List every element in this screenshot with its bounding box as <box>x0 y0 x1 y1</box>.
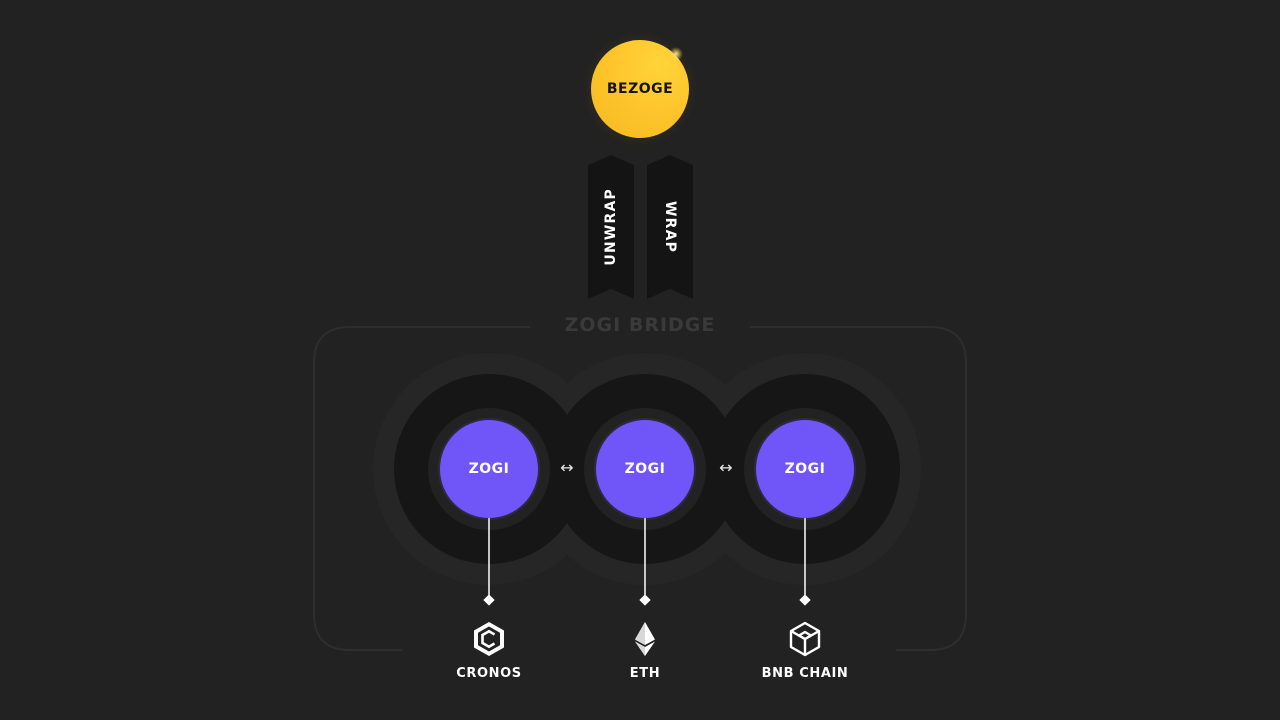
wrap-ribbon: WRAP <box>647 155 693 299</box>
bnb-chain-icon <box>789 621 821 657</box>
bidirectional-arrow-icon: ↔ <box>719 458 733 477</box>
connector-diamond <box>483 594 495 606</box>
unwrap-label: UNWRAP <box>603 188 619 266</box>
connector-diamond <box>799 594 811 606</box>
zogi-token-eth: ZOGI <box>596 420 694 518</box>
bidirectional-arrow-icon: ↔ <box>560 458 574 477</box>
bridge-frame <box>313 326 530 651</box>
zogi-label: ZOGI <box>784 461 826 477</box>
chain-label-bnb: BNB CHAIN <box>761 666 849 681</box>
bezoge-label: BEZOGE <box>606 81 674 97</box>
unwrap-ribbon: UNWRAP <box>588 155 634 299</box>
bridge-frame <box>750 326 967 651</box>
wrap-label: WRAP <box>662 200 678 254</box>
zogi-label: ZOGI <box>624 461 666 477</box>
chain-label-cronos: CRONOS <box>456 666 522 681</box>
zogi-token-bnb: ZOGI <box>756 420 854 518</box>
ethereum-icon <box>635 622 655 656</box>
zogi-token-cronos: ZOGI <box>440 420 538 518</box>
glint-icon <box>669 47 683 61</box>
bridge-title: ZOGI BRIDGE <box>564 314 716 336</box>
connector-diamond <box>639 594 651 606</box>
chain-label-eth: ETH <box>629 666 661 681</box>
zogi-label: ZOGI <box>468 461 510 477</box>
cronos-icon <box>474 622 504 656</box>
